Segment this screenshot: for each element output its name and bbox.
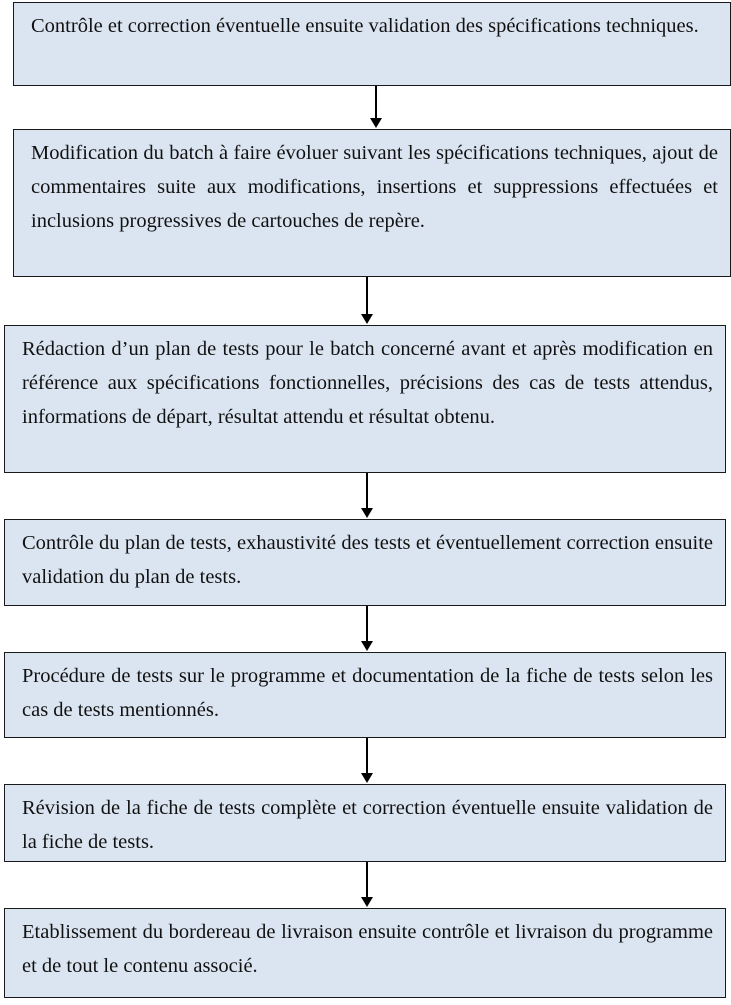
- step-2-text: Modification du batch à faire évoluer su…: [31, 142, 718, 232]
- arrow-6-to-7: [361, 862, 373, 908]
- arrow-1-to-2: [370, 86, 382, 129]
- step-6-box: Révision de la fiche de tests complète e…: [4, 784, 726, 862]
- step-4-box: Contrôle du plan de tests, exhaustivité …: [4, 519, 726, 606]
- step-1-box: Contrôle et correction éventuelle ensuit…: [13, 2, 731, 86]
- step-3-text: Rédaction d’un plan de tests pour le bat…: [22, 338, 713, 428]
- step-7-text: Etablissement du bordereau de livraison …: [22, 921, 713, 977]
- arrow-3-to-4: [361, 473, 373, 519]
- arrow-2-to-3: [361, 277, 373, 325]
- step-5-text: Procédure de tests sur le programme et d…: [22, 665, 713, 721]
- step-2-box: Modification du batch à faire évoluer su…: [13, 129, 731, 277]
- arrow-4-to-5: [361, 606, 373, 652]
- step-4-text: Contrôle du plan de tests, exhaustivité …: [22, 532, 713, 588]
- step-1-text: Contrôle et correction éventuelle ensuit…: [31, 15, 699, 37]
- step-7-box: Etablissement du bordereau de livraison …: [4, 908, 726, 998]
- arrow-5-to-6: [361, 738, 373, 784]
- step-6-text: Révision de la fiche de tests complète e…: [22, 797, 713, 853]
- step-5-box: Procédure de tests sur le programme et d…: [4, 652, 726, 738]
- step-3-box: Rédaction d’un plan de tests pour le bat…: [4, 325, 726, 473]
